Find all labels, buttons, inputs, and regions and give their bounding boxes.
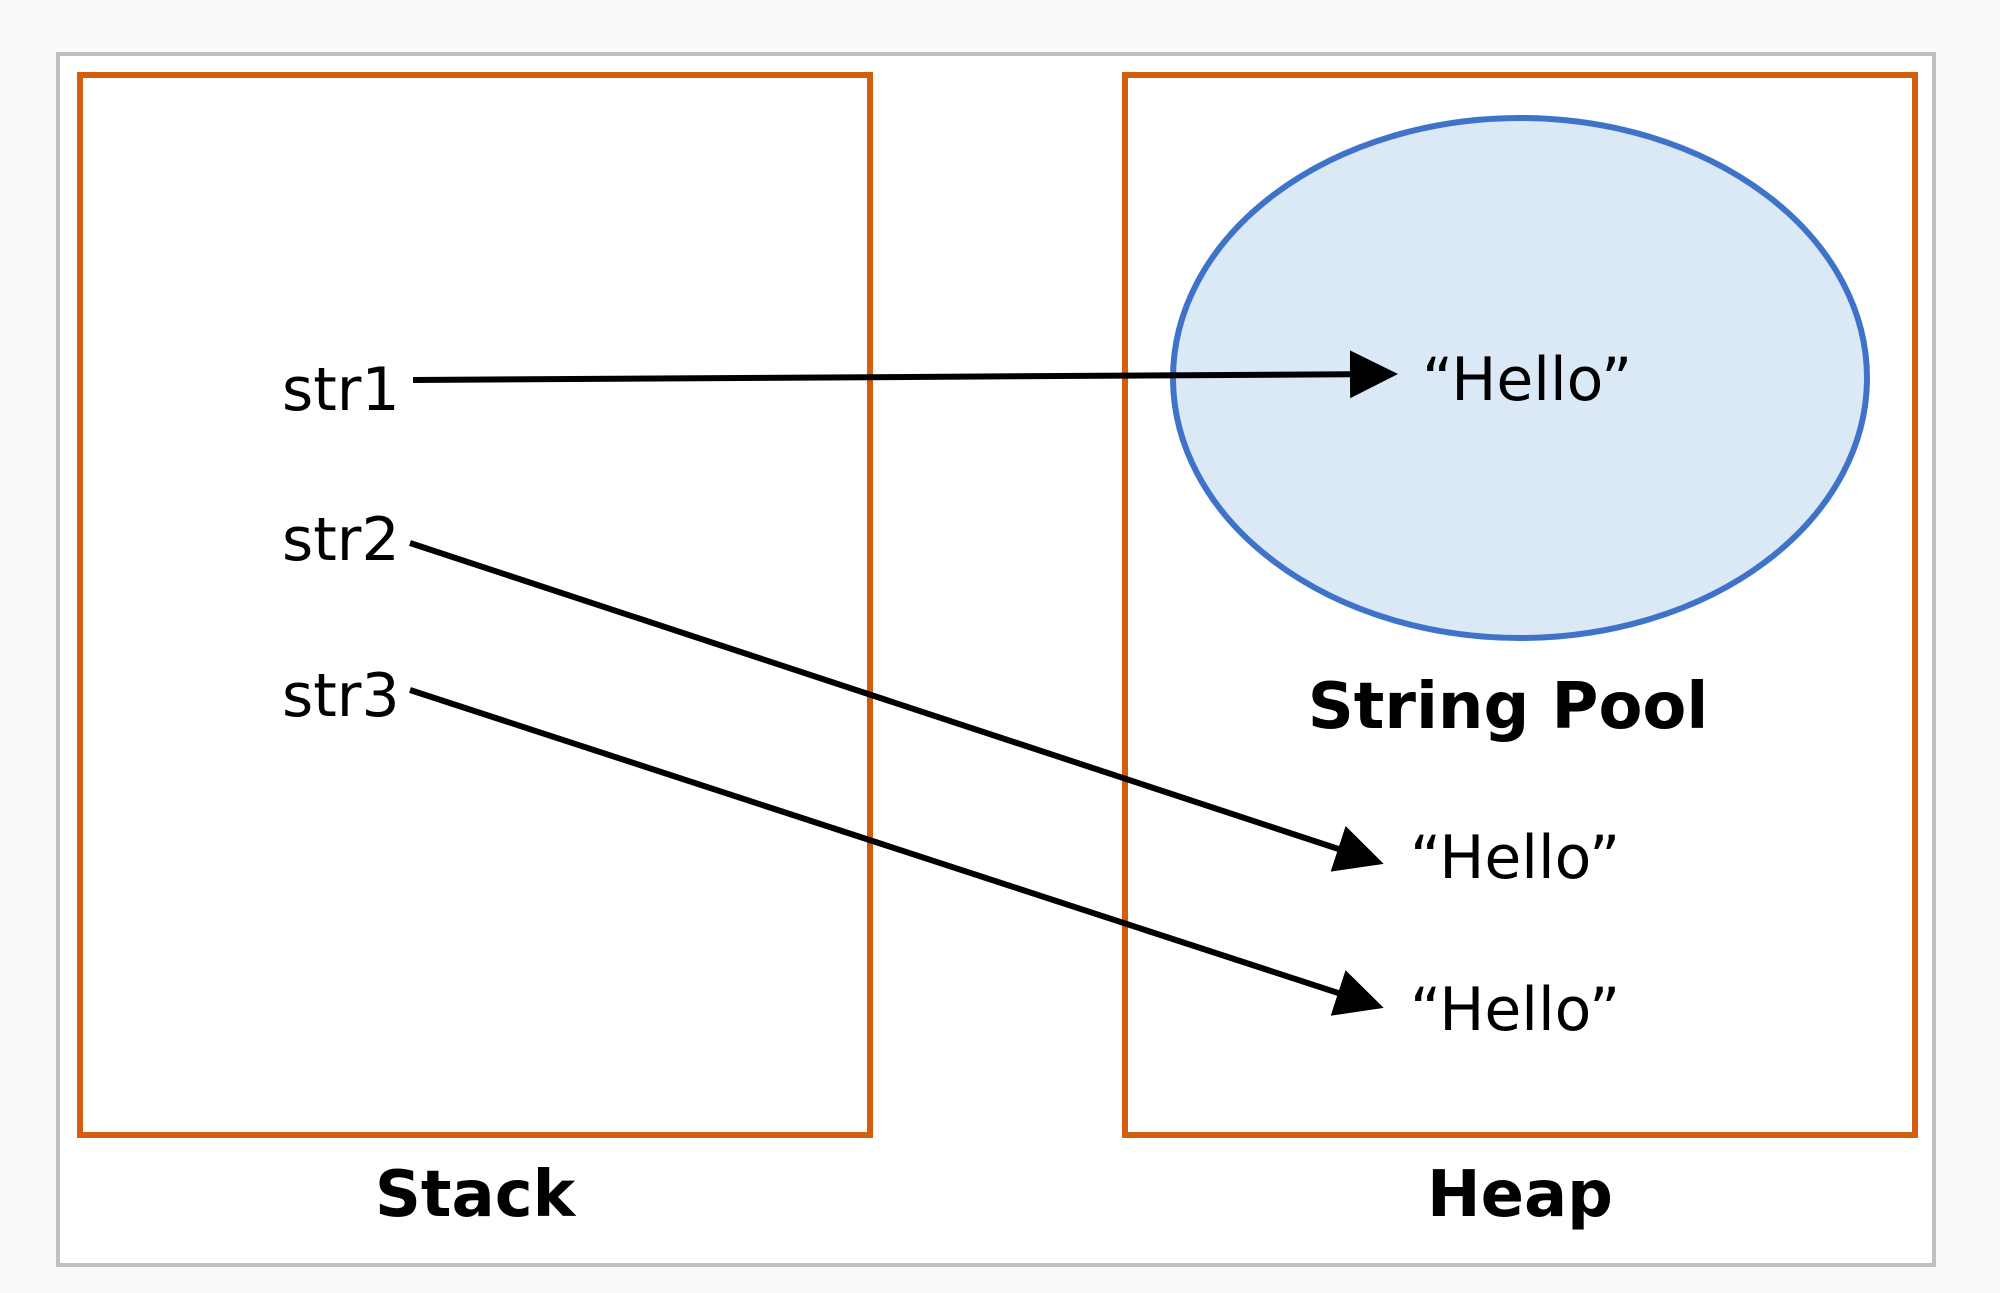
arrow-str3-to-heap bbox=[409, 687, 1384, 1016]
heap-string-hello-2: “Hello” bbox=[1410, 975, 1620, 1045]
var-str3: str3 bbox=[282, 661, 400, 731]
arrow-str1-to-pool bbox=[412, 350, 1398, 399]
stack-label: Stack bbox=[375, 1158, 577, 1232]
stack-box bbox=[77, 72, 873, 1138]
heap-label: Heap bbox=[1427, 1158, 1613, 1232]
heap-string-hello-1: “Hello” bbox=[1410, 823, 1620, 893]
var-str2: str2 bbox=[282, 505, 400, 575]
var-str1: str1 bbox=[282, 355, 400, 425]
string-pool-label: String Pool bbox=[1308, 670, 1709, 744]
heap-box bbox=[1122, 72, 1918, 1138]
arrow-str2-to-heap bbox=[409, 540, 1384, 872]
string-pool-ellipse bbox=[1173, 118, 1867, 638]
pool-string-hello: “Hello” bbox=[1422, 345, 1632, 415]
